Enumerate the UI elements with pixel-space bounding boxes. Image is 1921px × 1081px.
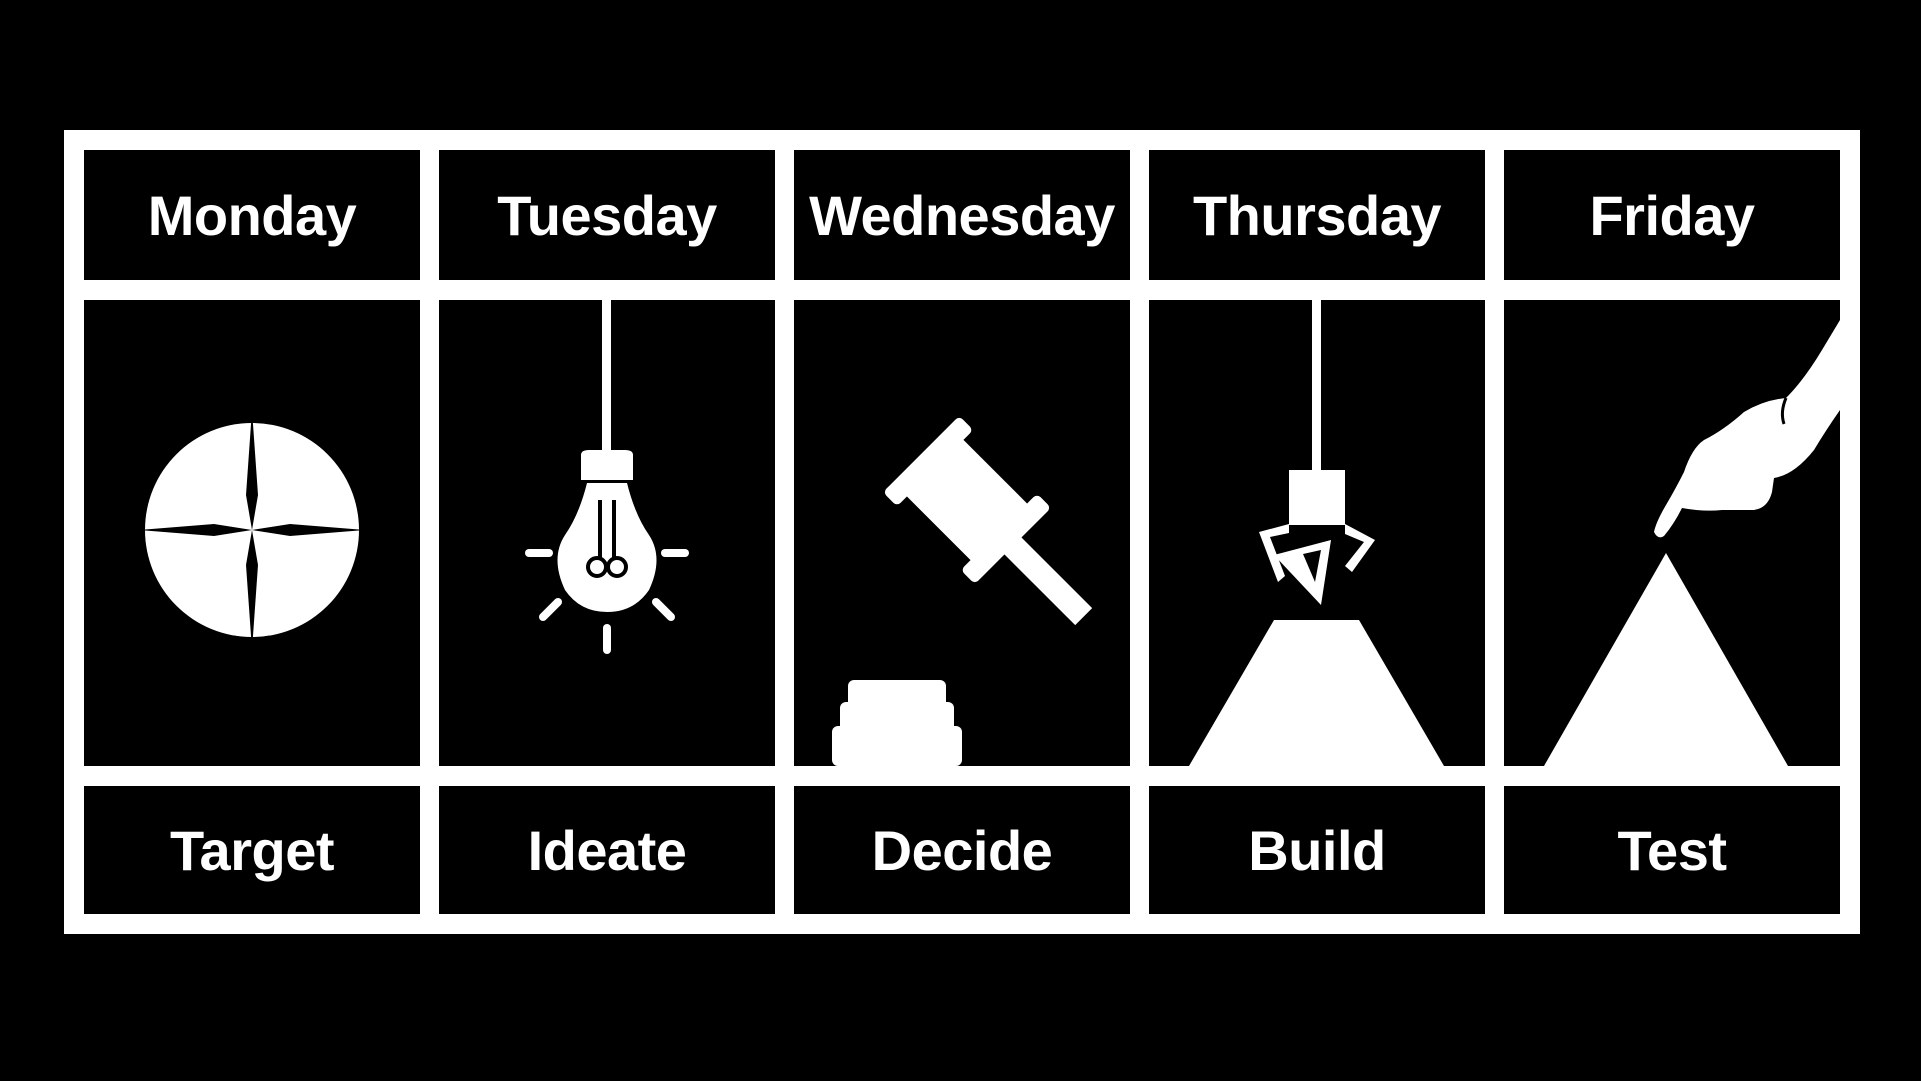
claw-crane-icon bbox=[1189, 300, 1444, 766]
step-label-ideate: Ideate bbox=[439, 786, 775, 914]
icon-cell-tuesday bbox=[439, 300, 775, 766]
icon-cell-monday bbox=[84, 300, 420, 766]
day-header-wednesday: Wednesday bbox=[794, 150, 1130, 280]
step-label-build: Build bbox=[1149, 786, 1485, 914]
step-label-target: Target bbox=[84, 786, 420, 914]
icon-cell-wednesday bbox=[794, 300, 1130, 766]
icon-cell-thursday bbox=[1149, 300, 1485, 766]
icon-cell-friday bbox=[1504, 300, 1840, 766]
day-header-tuesday: Tuesday bbox=[439, 150, 775, 280]
lightbulb-icon bbox=[525, 300, 689, 654]
finger-touching-peak-icon bbox=[1544, 320, 1840, 766]
step-label-decide: Decide bbox=[794, 786, 1130, 914]
gavel-icon bbox=[832, 417, 1093, 766]
week-grid: Monday Target Tuesday bbox=[64, 130, 1860, 934]
day-header-monday: Monday bbox=[84, 150, 420, 280]
day-header-thursday: Thursday bbox=[1149, 150, 1485, 280]
target-icon bbox=[139, 410, 365, 650]
step-label-test: Test bbox=[1504, 786, 1840, 914]
day-header-friday: Friday bbox=[1504, 150, 1840, 280]
